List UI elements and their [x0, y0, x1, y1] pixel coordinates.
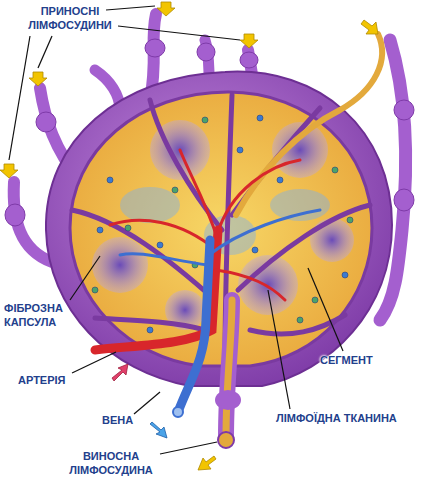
label-text: ЛІМФОЇДНА ТКАНИНА: [276, 412, 397, 424]
part-label: АРТЕРІЯ: [18, 373, 88, 387]
efferent-vessel: [215, 300, 241, 448]
vein: [120, 210, 320, 417]
label-text: ПРИНОСНІ ЛІМФОСУДИНИ: [28, 5, 112, 31]
part-label: ЛІМФОЇДНА ТКАНИНА: [276, 411, 436, 425]
leader-lines: [9, 6, 343, 454]
label-text: ФІБРОЗНА КАПСУЛА: [4, 302, 63, 328]
artery: [95, 150, 300, 350]
cortex: [70, 92, 372, 366]
cells: [92, 115, 353, 333]
label-text: ВЕНА: [102, 414, 133, 426]
part-label: ВЕНА: [102, 413, 152, 427]
part-label: ПРИНОСНІ ЛІМФОСУДИНИ: [10, 4, 130, 32]
trabeculae: [72, 95, 370, 360]
label-text: СЕГМЕНТ: [320, 354, 373, 366]
fibrous-capsule: [46, 72, 392, 386]
afferent-vessel-orange: [236, 34, 382, 215]
lymphoid-follicles: [92, 120, 354, 330]
part-label: СЕГМЕНТ: [320, 353, 410, 367]
part-label: ФІБРОЗНА КАПСУЛА: [4, 301, 84, 329]
label-text: АРТЕРІЯ: [18, 374, 66, 386]
flow-arrows: [0, 2, 378, 470]
label-text: ВИНОСНА ЛІМФОСУДИНА: [69, 450, 153, 476]
part-label: ВИНОСНА ЛІМФОСУДИНА: [46, 449, 176, 477]
